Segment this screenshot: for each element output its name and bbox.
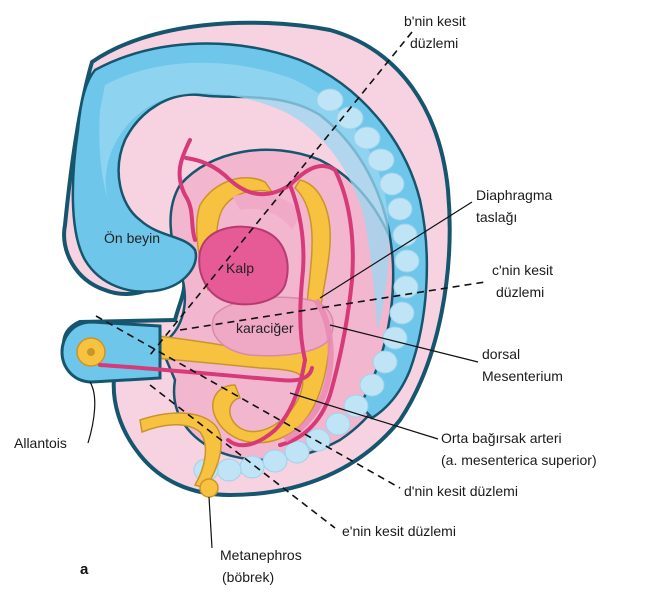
diaphragma-label-line1: Diaphragma: [476, 187, 552, 203]
metanephros: [200, 479, 218, 497]
dorsal-label-line1: dorsal: [482, 346, 520, 362]
allantois-label: Allantois: [14, 435, 67, 451]
diaphragma-label-line2: taslağı: [476, 209, 517, 225]
b-plane-label-line2: düzlemi: [410, 35, 458, 51]
kalp-label: Kalp: [226, 260, 254, 276]
allantois-leader: [88, 382, 95, 443]
orta-label-line2: (a. mesenterica superior): [441, 452, 597, 468]
d-plane-label: d'nin kesit düzlemi: [404, 483, 518, 499]
c-plane-label-line2: düzlemi: [496, 284, 544, 300]
allantois-core: [87, 348, 95, 356]
metanephros-leader: [209, 497, 212, 548]
e-plane-label: e'nin kesit düzlemi: [342, 523, 456, 539]
karaciger-label: karaciğer: [236, 320, 294, 336]
on-beyin-label: Ön beyin: [104, 229, 160, 246]
metanephros-label-line1: Metanephros: [220, 547, 302, 563]
c-plane-label-line1: c'nin kesit: [492, 262, 553, 278]
b-plane-label-line1: b'nin kesit: [404, 13, 466, 29]
dorsal-label-line2: Mesenterium: [482, 368, 563, 384]
metanephros-label-line2: (böbrek): [222, 569, 274, 585]
panel-letter: a: [80, 561, 89, 578]
orta-label-line1: Orta bağırsak arteri: [441, 430, 562, 446]
